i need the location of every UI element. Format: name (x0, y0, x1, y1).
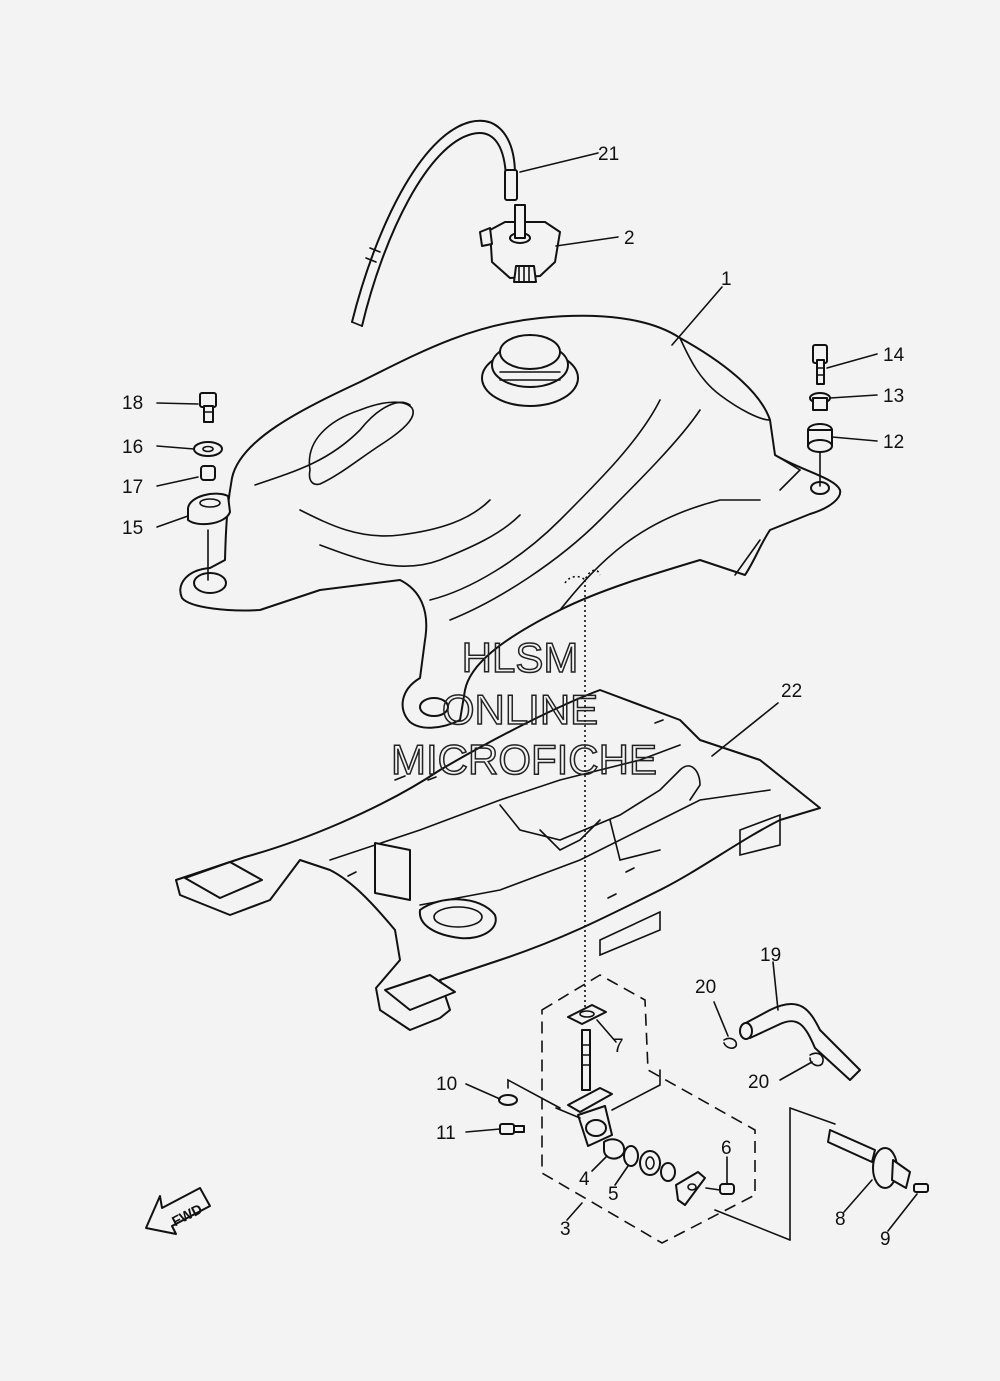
callout-numbers: 21 2 1 14 13 12 18 16 17 15 22 19 20 7 2… (122, 144, 905, 1250)
tank-bracket-part (175, 689, 821, 1031)
gasket-part (567, 1004, 607, 1025)
callout-19: 19 (760, 945, 781, 966)
callout-2: 2 (624, 228, 635, 249)
left-mount-hardware (187, 392, 231, 581)
watermark-line-3: MICROFICHE (391, 736, 657, 783)
callout-15: 15 (122, 518, 143, 539)
watermark-line-1: HLSM (462, 634, 579, 681)
callout-10: 10 (436, 1074, 457, 1095)
screw-6-part (705, 1183, 735, 1195)
breather-hose-part (351, 119, 518, 327)
callout-18: 18 (122, 393, 143, 414)
lever-part (639, 1150, 706, 1206)
right-mount-hardware (807, 344, 833, 487)
callout-9: 9 (880, 1229, 891, 1250)
callout-20-upper: 20 (695, 977, 716, 998)
callout-12: 12 (883, 432, 904, 453)
callout-6: 6 (721, 1138, 732, 1159)
fuel-cock-part (567, 1029, 626, 1160)
watermark-line-2: ONLINE (442, 686, 598, 733)
watermark: HLSM ONLINE MICROFICHE (390, 633, 658, 784)
fuel-cock-assembly-outline (541, 974, 756, 1244)
callout-1: 1 (721, 269, 732, 290)
callout-16: 16 (122, 437, 143, 458)
leader-lines (156, 152, 918, 1232)
callout-21: 21 (598, 144, 619, 165)
clip-lower (809, 1052, 824, 1067)
callout-20-lower: 20 (748, 1072, 769, 1093)
screws-10-11-part (498, 1078, 561, 1135)
callout-13: 13 (883, 386, 904, 407)
fuel-cap-part (479, 204, 561, 283)
fuel-filter-part (827, 1129, 929, 1193)
fuel-hose-part (739, 1003, 861, 1081)
callout-4: 4 (579, 1169, 590, 1190)
o-ring-part (623, 1145, 639, 1167)
forward-arrow-icon: FWD (145, 1187, 211, 1235)
callout-5: 5 (608, 1184, 619, 1205)
callout-11: 11 (436, 1123, 456, 1144)
callout-17: 17 (122, 477, 143, 498)
callout-8: 8 (835, 1209, 846, 1230)
callout-7: 7 (613, 1036, 624, 1057)
callout-22: 22 (781, 681, 802, 702)
callout-14: 14 (883, 345, 905, 366)
clip-upper (723, 1037, 738, 1049)
fuel-tank-part (179, 314, 842, 729)
callout-3: 3 (560, 1219, 571, 1240)
